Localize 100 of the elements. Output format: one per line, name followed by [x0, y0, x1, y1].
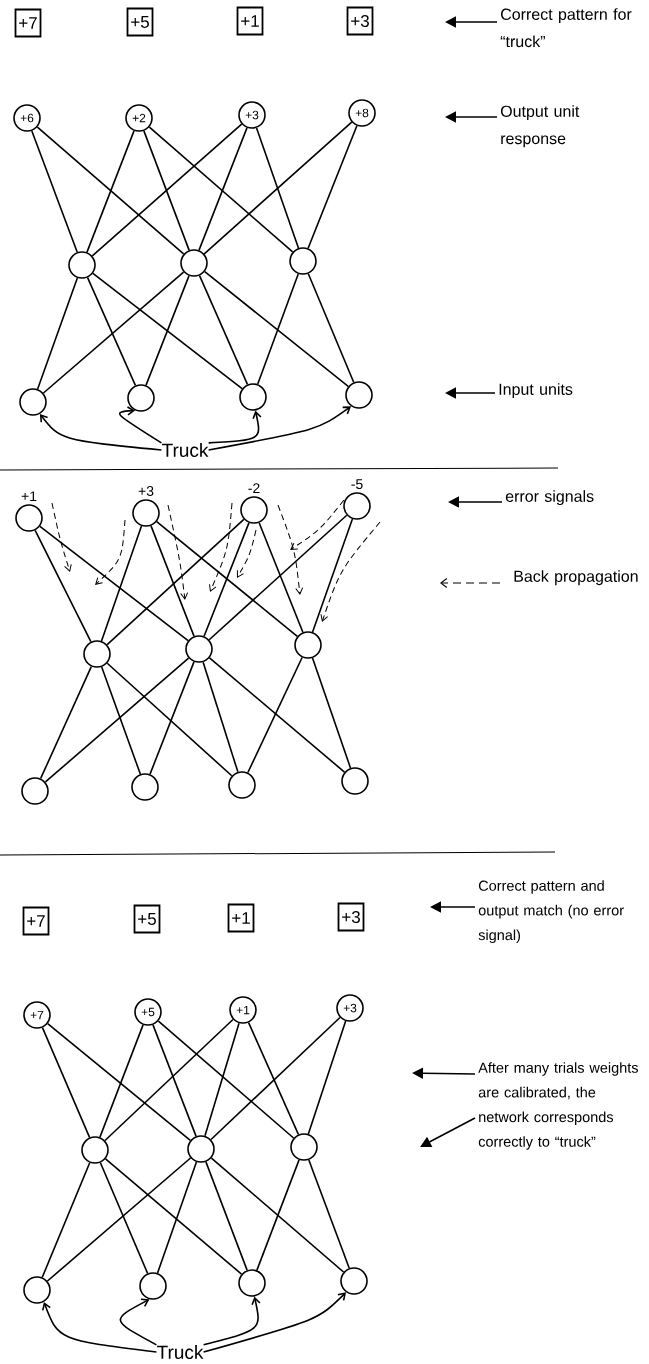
- connection-line: [203, 121, 353, 255]
- value-label: -5: [351, 479, 363, 489]
- pattern-box: +1: [236, 6, 264, 36]
- pattern-box: +1: [227, 903, 255, 933]
- connection-line: [307, 1020, 347, 1135]
- value-label: -2: [248, 483, 260, 493]
- input-unit: [139, 1272, 167, 1300]
- hidden-unit: [289, 247, 317, 275]
- connection-line: [152, 1024, 197, 1137]
- curved-arrow: [118, 406, 163, 444]
- connection-line: [204, 1022, 240, 1137]
- connection-line: [46, 1157, 192, 1282]
- connection-line: [157, 1020, 295, 1139]
- hidden-unit: [81, 1136, 109, 1164]
- connection-line: [203, 522, 250, 637]
- connection-line: [205, 1161, 248, 1271]
- annotation-text: Correct pattern and output match (no error signal): [478, 880, 624, 944]
- annotation-text: Input units: [499, 383, 573, 399]
- pointer-arrow: [420, 1117, 476, 1147]
- connection-line: [106, 518, 245, 646]
- curved-arrow: [207, 410, 262, 444]
- connection-line: [148, 126, 294, 253]
- pattern-box: +5: [133, 904, 161, 934]
- input-unit: [131, 773, 159, 801]
- output-unit: +3: [238, 101, 266, 129]
- connection-line: [311, 657, 352, 769]
- hidden-unit: [294, 631, 322, 659]
- connection-line: [202, 661, 239, 773]
- hidden-unit: [185, 635, 213, 663]
- connection-line: [307, 125, 358, 249]
- connection-line: [41, 1026, 91, 1139]
- output-unit: +2: [125, 104, 153, 132]
- connection-line: [156, 1161, 198, 1274]
- connection-line: [256, 1159, 300, 1271]
- connection-line: [149, 661, 195, 775]
- connection-line: [198, 274, 249, 386]
- connection-line: [91, 123, 243, 257]
- connection-line: [100, 525, 143, 642]
- input-unit: [345, 381, 373, 409]
- output-unit: +8: [348, 99, 376, 127]
- connection-line: [150, 525, 195, 637]
- connection-line: [46, 1022, 192, 1142]
- input-unit: [239, 383, 267, 411]
- output-unit: +6: [13, 104, 41, 132]
- connection-line: [99, 1161, 149, 1275]
- output-unit: [15, 504, 43, 532]
- connection-line: [106, 662, 233, 777]
- connection-line: [247, 656, 303, 774]
- hidden-unit: [83, 640, 111, 668]
- connection-line: [42, 271, 185, 394]
- connection-line: [208, 657, 346, 773]
- curved-arrow: [207, 406, 352, 451]
- pattern-box: +7: [14, 8, 42, 38]
- connection-line: [41, 1161, 91, 1279]
- pattern-box: +5: [126, 7, 154, 37]
- pattern-box: +7: [22, 906, 50, 936]
- curved-arrow: [39, 413, 163, 451]
- connection-line: [204, 270, 350, 388]
- hidden-unit: [68, 251, 96, 279]
- connection-line: [143, 130, 190, 251]
- input-unit: [341, 767, 369, 795]
- hidden-unit: [180, 249, 208, 277]
- connection-line: [34, 529, 92, 643]
- connection-line: [255, 127, 300, 249]
- connection-line: [92, 272, 243, 390]
- connection-line: [104, 1158, 243, 1275]
- connection-line: [39, 525, 189, 642]
- connection-line: [155, 520, 299, 638]
- connection-line: [307, 272, 355, 384]
- output-unit: [240, 496, 268, 524]
- curved-arrow: [41, 1301, 158, 1353]
- hidden-unit: [187, 1135, 215, 1163]
- output-unit: +1: [229, 996, 257, 1024]
- input-unit: [228, 771, 256, 799]
- input-unit: [127, 384, 155, 412]
- stimulus-label: Truck: [157, 1345, 204, 1359]
- curved-arrow: [119, 1298, 158, 1346]
- connection-line: [208, 514, 348, 641]
- annotation-text: error signals: [505, 490, 594, 506]
- connection-line: [308, 1159, 350, 1269]
- connection-line: [210, 1016, 341, 1141]
- annotation-text: Output unit response: [500, 105, 580, 148]
- connection-line: [311, 518, 354, 633]
- connection-line: [198, 127, 248, 251]
- connection-line: [104, 1018, 234, 1142]
- connection-line: [39, 665, 93, 780]
- output-unit: [132, 499, 160, 527]
- pattern-box: +3: [346, 6, 374, 36]
- hidden-unit: [290, 1133, 318, 1161]
- annotation-text: After many trials weights are calibrated, the network corresponds correctly to “truck”: [478, 1062, 638, 1150]
- value-label: +1: [21, 491, 37, 501]
- value-label: +3: [138, 486, 154, 496]
- connection-line: [36, 277, 79, 390]
- connection-line: [44, 657, 190, 783]
- input-unit: [21, 777, 49, 805]
- output-unit: +7: [23, 1001, 51, 1029]
- connection-line: [256, 273, 300, 385]
- curved-arrow: [202, 1292, 347, 1353]
- output-unit: [343, 492, 371, 520]
- connection-line: [258, 522, 304, 633]
